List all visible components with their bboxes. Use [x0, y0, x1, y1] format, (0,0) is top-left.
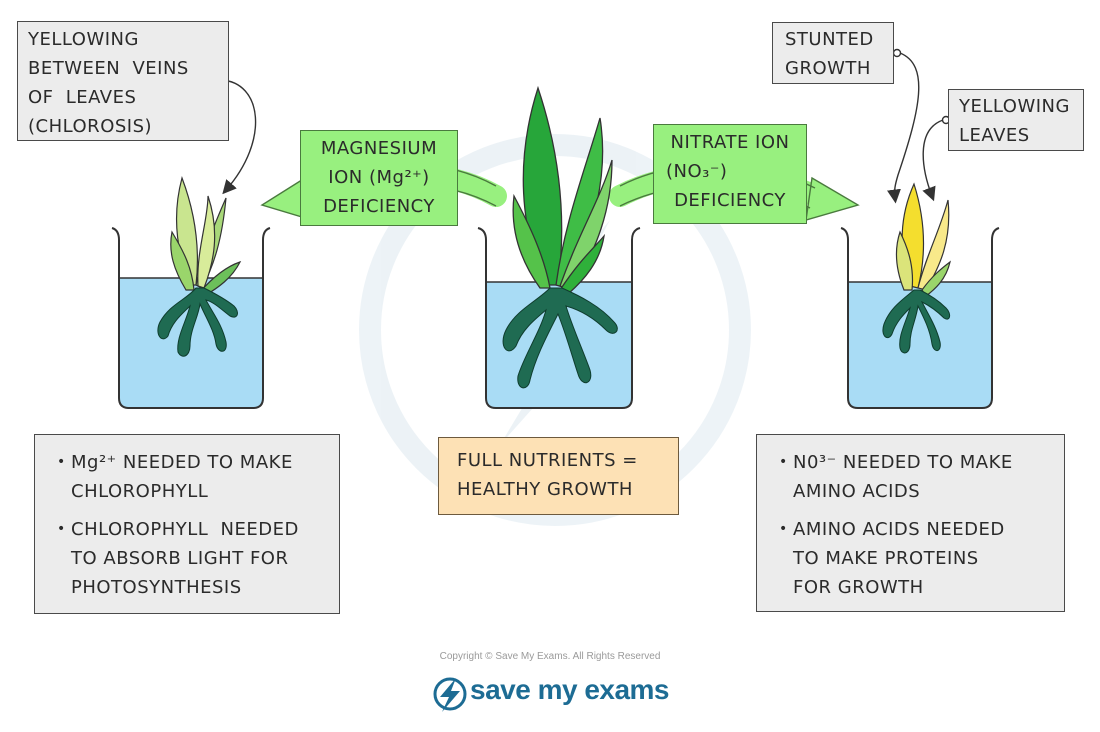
- notes-no3-b2-line2: TO MAKE PROTEINS: [793, 548, 979, 569]
- callout-yellowing-line2: LEAVES: [959, 125, 1030, 146]
- notes-no3-b2-line1: AMINO ACIDS NEEDED: [793, 519, 1005, 540]
- save-my-exams-logo-icon: [433, 677, 467, 712]
- callout-yellowing-line1: YELLOWING: [959, 96, 1070, 117]
- notes-no3-b1-line1: N0³⁻ NEEDED TO MAKE: [793, 452, 1013, 473]
- notes-no3: N0³⁻ NEEDED TO MAKE AMINO ACIDS AMINO AC…: [756, 434, 1065, 612]
- label-mg-line3: DEFICIENCY: [323, 196, 435, 217]
- callout-stunted-line2: GROWTH: [785, 58, 871, 79]
- callout-chlorosis-line3: OF LEAVES: [28, 87, 137, 108]
- save-my-exams-logo: save my exams: [470, 674, 670, 705]
- label-no3-line3: DEFICIENCY: [674, 190, 786, 211]
- connector-stunted: [887, 48, 920, 204]
- notes-no3-b2-line3: FOR GROWTH: [793, 577, 924, 598]
- notes-no3-bullet-1: N0³⁻ NEEDED TO MAKE AMINO ACIDS: [779, 448, 1050, 506]
- callout-chlorosis-line2: BETWEEN VEINS: [28, 58, 189, 79]
- callout-chlorosis-line4: (CHLOROSIS): [28, 116, 153, 137]
- notes-mg-b2-line1: CHLOROPHYLL NEEDED: [71, 519, 299, 540]
- healthy-line1: FULL NUTRIENTS =: [457, 450, 638, 471]
- notes-mg-bullet-1: Mg²⁺ NEEDED TO MAKE CHLOROPHYLL: [57, 448, 325, 506]
- notes-mg-b1-line2: CHLOROPHYLL: [71, 481, 209, 502]
- callout-stunted-line1: STUNTED: [785, 29, 874, 50]
- healthy-growth-box: FULL NUTRIENTS = HEALTHY GROWTH: [438, 437, 679, 515]
- label-mg-deficiency: MAGNESIUM ION (Mg²⁺) DEFICIENCY: [300, 130, 458, 226]
- label-mg-line1: MAGNESIUM: [320, 138, 438, 159]
- callout-chlorosis-line1: YELLOWING: [28, 29, 139, 50]
- notes-mg-b2-line2: TO ABSORB LIGHT FOR: [71, 548, 289, 569]
- plant-healthy: [502, 85, 618, 389]
- notes-no3-b1-line2: AMINO ACIDS: [793, 481, 921, 502]
- label-no3-line1: NITRATE ION: [670, 132, 790, 153]
- callout-yellowing-leaves: YELLOWING LEAVES: [948, 89, 1084, 151]
- notes-mg-b2-line3: PHOTOSYNTHESIS: [71, 577, 242, 598]
- healthy-line2: HEALTHY GROWTH: [457, 479, 633, 500]
- notes-no3-bullet-2: AMINO ACIDS NEEDED TO MAKE PROTEINS FOR …: [779, 515, 1050, 602]
- plant-mg-deficient: [157, 176, 242, 357]
- copyright-notice: Copyright © Save My Exams. All Rights Re…: [439, 651, 661, 662]
- callout-chlorosis: YELLOWING BETWEEN VEINS OF LEAVES (CHLOR…: [17, 21, 229, 141]
- label-no3-line2: (NO₃⁻): [666, 161, 728, 182]
- notes-mg-b1-line1: Mg²⁺ NEEDED TO MAKE: [71, 452, 293, 473]
- label-mg-line2: ION (Mg²⁺): [328, 167, 430, 188]
- connector-yellow-leaves: [922, 115, 951, 202]
- notes-mg: Mg²⁺ NEEDED TO MAKE CHLOROPHYLL CHLOROPH…: [34, 434, 340, 614]
- callout-stunted-growth: STUNTED GROWTH: [772, 22, 894, 84]
- plant-no3-deficient: [882, 182, 951, 354]
- notes-mg-bullet-2: CHLOROPHYLL NEEDED TO ABSORB LIGHT FOR P…: [57, 515, 325, 602]
- label-no3-deficiency: NITRATE ION (NO₃⁻) DEFICIENCY: [653, 124, 807, 224]
